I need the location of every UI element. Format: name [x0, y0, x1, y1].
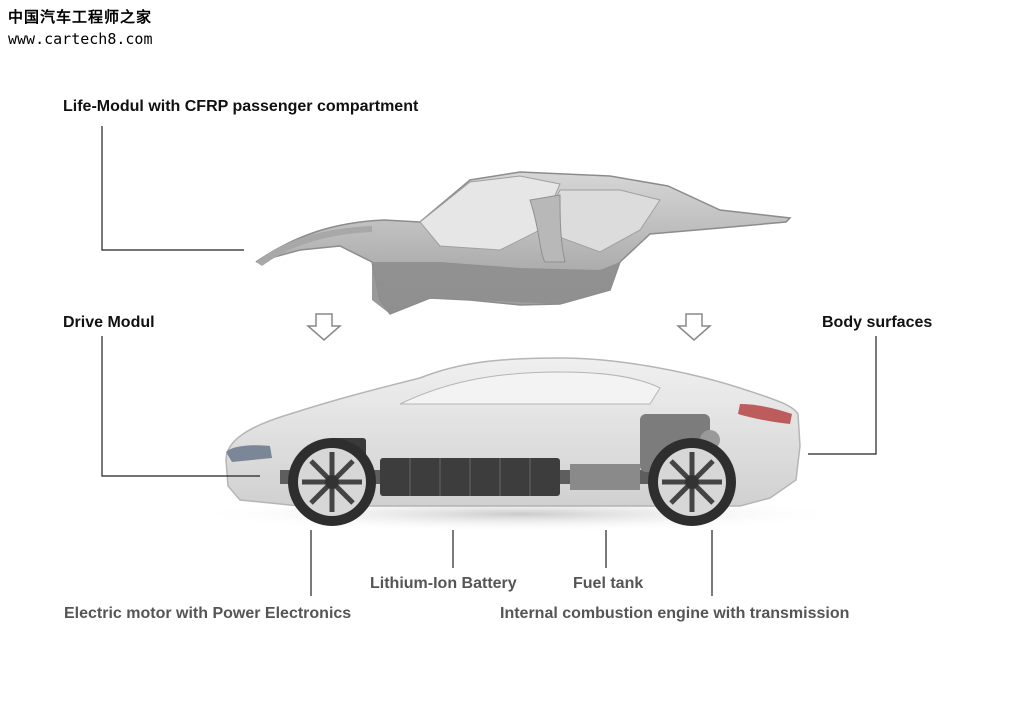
label-body-surfaces: Body surfaces — [822, 314, 932, 332]
leader-line-life-module — [102, 126, 244, 250]
arrow-down-icon — [308, 314, 340, 340]
label-electric-motor: Electric motor with Power Electronics — [64, 605, 351, 623]
leader-line-body-surfaces — [808, 336, 876, 454]
arrow-down-icon — [678, 314, 710, 340]
label-combustion-engine: Internal combustion engine with transmis… — [500, 605, 849, 623]
front-wheel — [288, 438, 376, 526]
label-drive-module: Drive Modul — [63, 314, 155, 332]
rear-wheel — [648, 438, 736, 526]
life-module-cfrp-shell — [256, 172, 790, 314]
label-life-module: Life-Modul with CFRP passenger compartme… — [63, 98, 418, 116]
label-fuel-tank: Fuel tank — [573, 575, 643, 593]
label-battery: Lithium-Ion Battery — [370, 575, 517, 593]
